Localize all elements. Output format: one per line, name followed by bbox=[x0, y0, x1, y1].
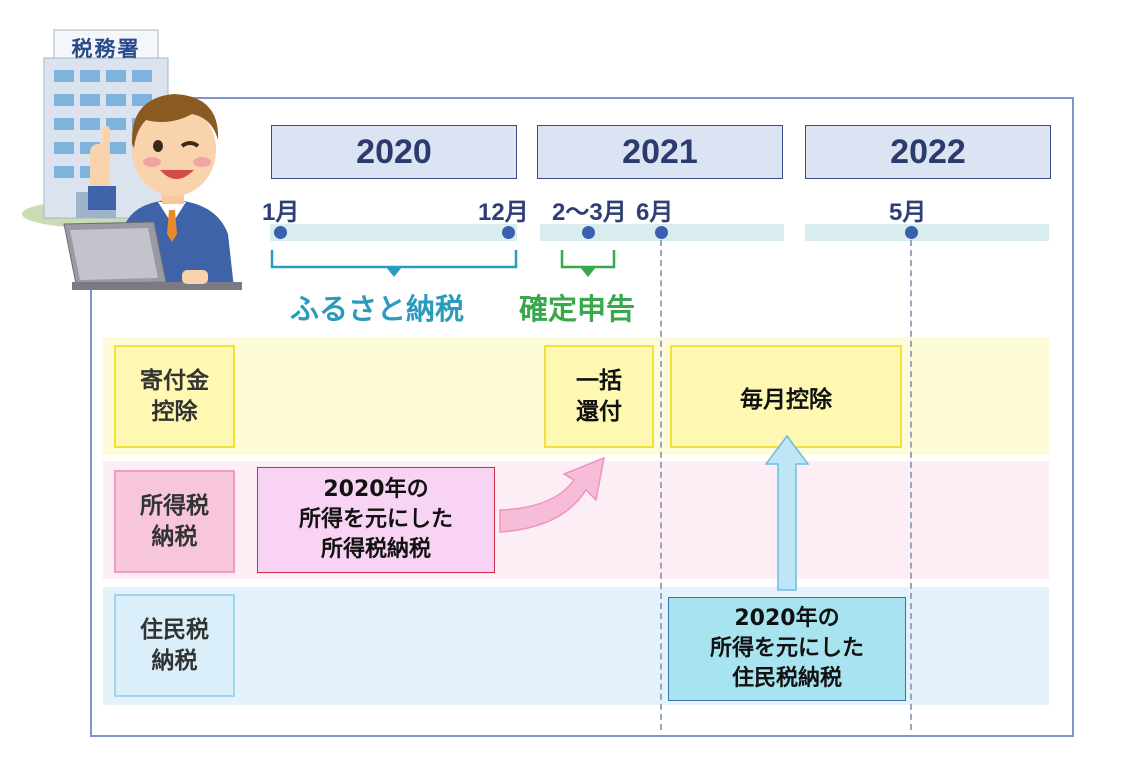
month-label-jan: 1月 bbox=[262, 199, 300, 226]
row-label-juminzei-text: 住民税 納税 bbox=[140, 616, 209, 674]
year-box-2022: 2022 bbox=[805, 125, 1051, 179]
guide-line-may bbox=[910, 240, 912, 730]
tax-office-sign: 税務署 bbox=[71, 37, 141, 61]
kakutei-bracket bbox=[560, 248, 616, 278]
cell-jumin-text: 2020年の 所得を元にした 住民税納税 bbox=[709, 606, 864, 691]
cell-maitsuki-text: 毎月控除 bbox=[740, 386, 832, 413]
arrow-blue-up bbox=[764, 434, 810, 592]
timeline-dot-feb-mar bbox=[582, 226, 595, 239]
cell-ikkatsu-kanpu: 一括 還付 bbox=[544, 345, 654, 448]
timeline-dot-dec bbox=[502, 226, 515, 239]
cell-ikkatsu-text: 一括 還付 bbox=[576, 367, 622, 425]
year-box-2021: 2021 bbox=[537, 125, 783, 179]
guide-line-jun bbox=[660, 240, 662, 730]
furusato-bracket bbox=[270, 248, 518, 278]
timeline-track-2020 bbox=[270, 224, 517, 241]
businessman-icon bbox=[62, 74, 252, 294]
row-label-shotokuzei: 所得税 納税 bbox=[114, 470, 235, 573]
timeline-dot-jun bbox=[655, 226, 668, 239]
row-label-shotokuzei-text: 所得税 納税 bbox=[140, 492, 209, 550]
timeline-dot-may bbox=[905, 226, 918, 239]
furusato-label: ふるさと納税 bbox=[290, 292, 465, 326]
month-label-feb-mar: 2〜3月 bbox=[552, 199, 627, 226]
row-label-kifukin-text: 寄付金 控除 bbox=[140, 367, 209, 425]
kakutei-label: 確定申告 bbox=[519, 292, 636, 326]
month-label-may: 5月 bbox=[889, 199, 927, 226]
timeline-track-2022 bbox=[805, 224, 1049, 241]
band-juminzei bbox=[103, 587, 1049, 705]
cell-maitsuki-kojo: 毎月控除 bbox=[670, 345, 902, 448]
month-label-dec: 12月 bbox=[478, 199, 529, 226]
month-label-jun: 6月 bbox=[636, 199, 674, 226]
row-label-kifukin: 寄付金 控除 bbox=[114, 345, 235, 448]
cell-jumin-box: 2020年の 所得を元にした 住民税納税 bbox=[668, 597, 906, 701]
timeline-dot-jan bbox=[274, 226, 287, 239]
arrow-pink-curved bbox=[496, 448, 610, 534]
cell-shotoku-text: 2020年の 所得を元にした 所得税納税 bbox=[298, 477, 453, 562]
row-label-juminzei: 住民税 納税 bbox=[114, 594, 235, 697]
year-box-2020: 2020 bbox=[271, 125, 517, 179]
cell-shotoku-box: 2020年の 所得を元にした 所得税納税 bbox=[257, 467, 495, 573]
